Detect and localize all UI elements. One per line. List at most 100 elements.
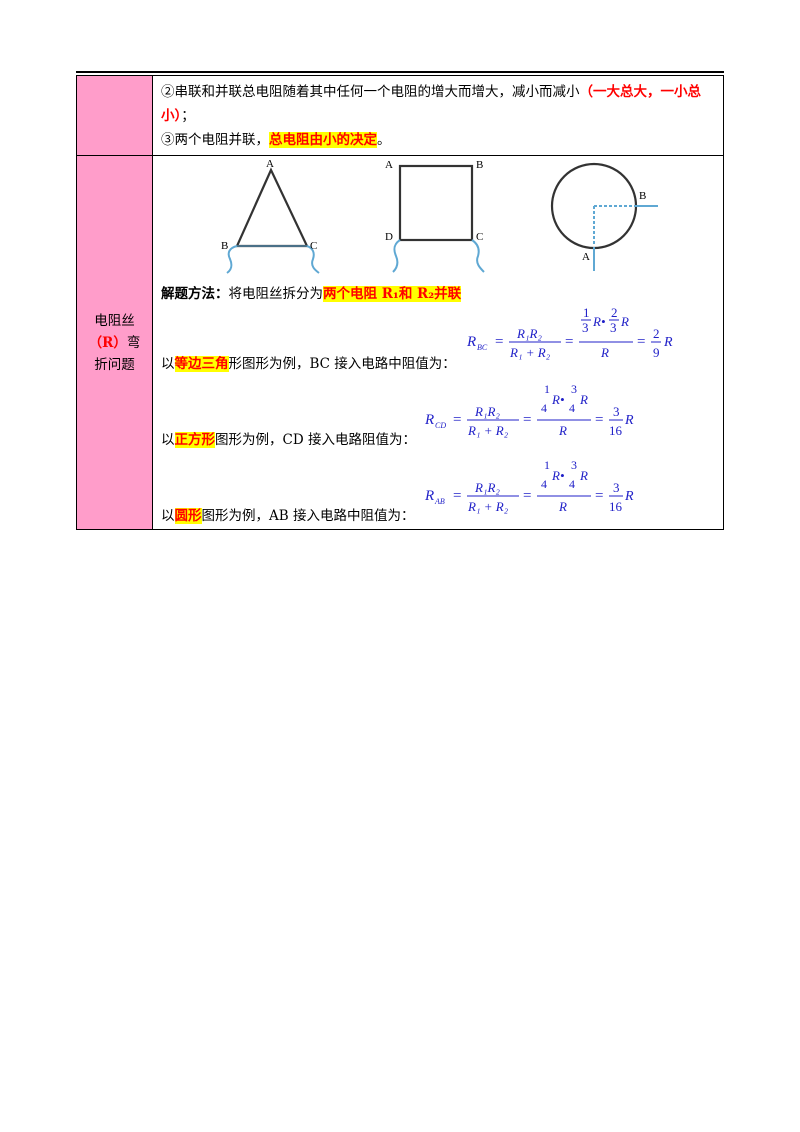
svg-text:R•: R• xyxy=(551,392,565,407)
formula-den: R xyxy=(558,499,567,514)
formula-frac-den: 3 xyxy=(610,320,617,335)
formula-frac-den: 4 xyxy=(569,477,575,491)
svg-text:=: = xyxy=(637,334,645,350)
formula-frac-den: 4 xyxy=(569,401,575,415)
formula-den: R₁ + R₂ xyxy=(467,499,509,514)
vertex-c: C xyxy=(476,231,483,243)
formula-num: R₁R₂ xyxy=(474,480,500,495)
content-cell: A B C A B C D B xyxy=(152,155,724,530)
table-row: ②串联和并联总电阻随着其中任何一个电阻的增大而增大，减小而减小（一大总大，一小总… xyxy=(76,75,724,156)
formula-frac-den: 4 xyxy=(541,477,547,491)
content-cell: ②串联和并联总电阻随着其中任何一个电阻的增大而增大，减小而减小（一大总大，一小总… xyxy=(152,75,724,156)
line-text: 以 xyxy=(161,432,175,448)
svg-text:R: R xyxy=(579,468,588,483)
method-label: 解题方法： xyxy=(161,286,229,302)
vertex-a: A xyxy=(385,159,393,171)
formula-den: R₁ + R₂ xyxy=(509,345,551,360)
formula-den: R xyxy=(600,345,609,360)
square-figure: A B C D xyxy=(385,159,485,273)
formula-result-r: R xyxy=(624,413,634,428)
vertex-b: B xyxy=(221,240,228,252)
rule-end: 。 xyxy=(377,132,391,148)
formula-lhs: R xyxy=(424,488,434,504)
rule-text: ③两个电阻并联， xyxy=(161,132,269,148)
rule-highlight: 总电阻由小的决定 xyxy=(269,132,377,148)
circle-line: 以圆形图形为例，AB 接入电路中阻值为： xyxy=(161,506,414,526)
svg-text:R•: R• xyxy=(551,468,565,483)
formula-num: R₁R₂ xyxy=(516,326,542,341)
svg-text:R•: R• xyxy=(592,314,606,329)
line-text: 图形为例，CD 接入电路阻值为： xyxy=(215,432,416,448)
point-b: B xyxy=(639,190,646,202)
formula-result-den: 9 xyxy=(653,345,660,360)
side-label: 电阻丝 （R）弯 折问题 xyxy=(84,310,146,376)
formula-num: R₁R₂ xyxy=(474,404,500,419)
formula-result-den: 16 xyxy=(609,499,623,514)
rule-emphasis: （一大总大，一小总小） xyxy=(161,84,701,124)
side-label-cell: 电阻丝 （R）弯 折问题 xyxy=(76,155,153,530)
svg-text:=: = xyxy=(523,412,531,428)
svg-text:R: R xyxy=(620,314,629,329)
bent-wire-figures: A B C A B C D B xyxy=(221,158,658,274)
shape-highlight: 等边三角 xyxy=(174,356,229,372)
triangle-line: 以等边三角形图形为例，BC 接入电路中阻值为： xyxy=(161,354,456,374)
svg-text:=: = xyxy=(565,334,573,350)
svg-text:=: = xyxy=(523,488,531,504)
rule-line-3: ③两个电阻并联，总电阻由小的决定。 xyxy=(161,128,717,152)
formula-frac-num: 1 xyxy=(544,382,550,396)
formula-cd: R CD = R₁R₂ R₁ + R₂ = 1 4 R• 3 4 R R = xyxy=(423,382,635,450)
formula-frac-den: 4 xyxy=(541,401,547,415)
rule-text: ②串联和并联总电阻随着其中任何一个电阻的增大而增大，减小而减小 xyxy=(161,84,580,100)
side-label-part: 电阻丝 xyxy=(94,312,135,329)
formula-lhs: R xyxy=(424,412,434,428)
formula-ab: R AB = R₁R₂ R₁ + R₂ = 1 4 R• 3 4 R R = xyxy=(423,458,635,526)
line-text: 图形为例，AB 接入电路中阻值为： xyxy=(201,508,415,524)
formula-result-den: 16 xyxy=(609,423,623,438)
point-a: A xyxy=(582,251,590,263)
line-text: 形图形为例，BC 接入电路中阻值为： xyxy=(228,356,456,372)
formula-result-num: 2 xyxy=(653,326,660,341)
side-label-part: 弯 xyxy=(126,334,141,351)
svg-text:=: = xyxy=(595,412,603,428)
vertex-d: D xyxy=(385,231,393,243)
top-rule xyxy=(76,71,724,73)
table-row: 电阻丝 （R）弯 折问题 A B C xyxy=(76,155,724,530)
formula-frac-num: 3 xyxy=(571,382,577,396)
triangle-figure: A B C xyxy=(221,158,320,274)
formula-frac-num: 3 xyxy=(571,458,577,472)
circle-figure: B A xyxy=(550,162,658,271)
formula-den: R₁ + R₂ xyxy=(467,423,509,438)
formula-lhs-sub: AB xyxy=(434,497,445,506)
rule-end: ； xyxy=(181,108,195,124)
side-label-part: 折问题 xyxy=(94,356,135,373)
square-line: 以正方形图形为例，CD 接入电路阻值为： xyxy=(161,430,416,450)
rule-line-2: ②串联和并联总电阻随着其中任何一个电阻的增大而增大，减小而减小（一大总大，一小总… xyxy=(161,80,717,128)
line-text: 以 xyxy=(161,508,175,524)
formula-result-num: 3 xyxy=(613,480,620,495)
formula-frac-num: 1 xyxy=(544,458,550,472)
shape-highlight: 圆形 xyxy=(174,508,202,524)
method-line: 解题方法：将电阻丝拆分为两个电阻 R₁和 R₂并联 xyxy=(161,284,462,304)
shape-highlight: 正方形 xyxy=(174,432,215,448)
formula-result-r: R xyxy=(663,335,673,350)
svg-text:=: = xyxy=(595,488,603,504)
svg-text:=: = xyxy=(453,488,461,504)
method-highlight: 两个电阻 R₁和 R₂并联 xyxy=(323,286,462,302)
formula-frac-num: 1 xyxy=(583,305,590,320)
formula-frac-den: 3 xyxy=(582,320,589,335)
line-text: 以 xyxy=(161,356,175,372)
formula-den: R xyxy=(558,423,567,438)
formula-frac-num: 2 xyxy=(611,305,618,320)
vertex-a: A xyxy=(266,158,274,170)
vertex-b: B xyxy=(476,159,483,171)
side-cell xyxy=(76,75,153,156)
vertex-c: C xyxy=(310,240,317,252)
formula-result-num: 3 xyxy=(613,404,620,419)
svg-text:=: = xyxy=(453,412,461,428)
formula-lhs: R xyxy=(466,334,476,350)
formula-result-r: R xyxy=(624,489,634,504)
method-text: 将电阻丝拆分为 xyxy=(228,286,324,302)
content-table: ②串联和并联总电阻随着其中任何一个电阻的增大而增大，减小而减小（一大总大，一小总… xyxy=(76,75,724,530)
side-label-r: （R） xyxy=(88,334,127,351)
formula-lhs-sub: BC xyxy=(477,343,488,352)
